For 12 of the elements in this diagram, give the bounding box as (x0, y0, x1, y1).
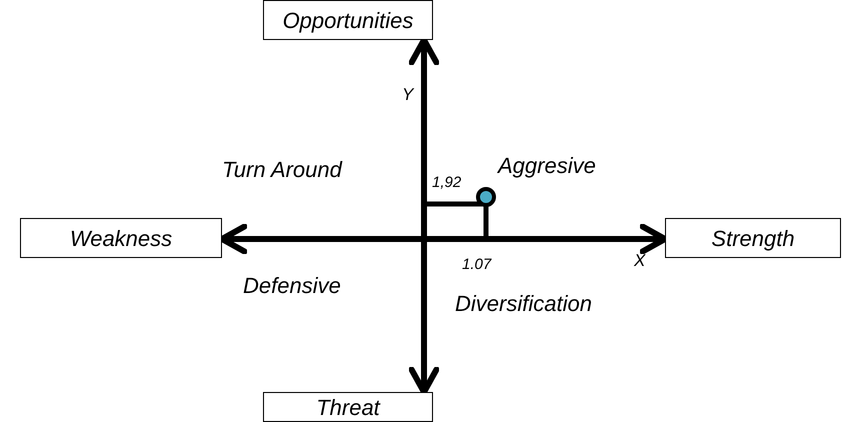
quadrant-label: Diversification (455, 290, 592, 318)
quadrant-label: Aggresive (498, 152, 596, 180)
axis-label: Y (402, 84, 414, 106)
quadrant-box: Threat (263, 392, 433, 422)
quadrant-label: Turn Around (222, 156, 342, 184)
value-label: 1,92 (432, 174, 462, 193)
quadrant-box: Weakness (20, 218, 222, 258)
value-label: 1.07 (462, 256, 492, 275)
quadrant-box: Strength (665, 218, 841, 258)
axis-label: X (634, 250, 646, 272)
quadrant-box: Opportunities (263, 0, 433, 40)
quadrant-label: Defensive (243, 272, 341, 300)
